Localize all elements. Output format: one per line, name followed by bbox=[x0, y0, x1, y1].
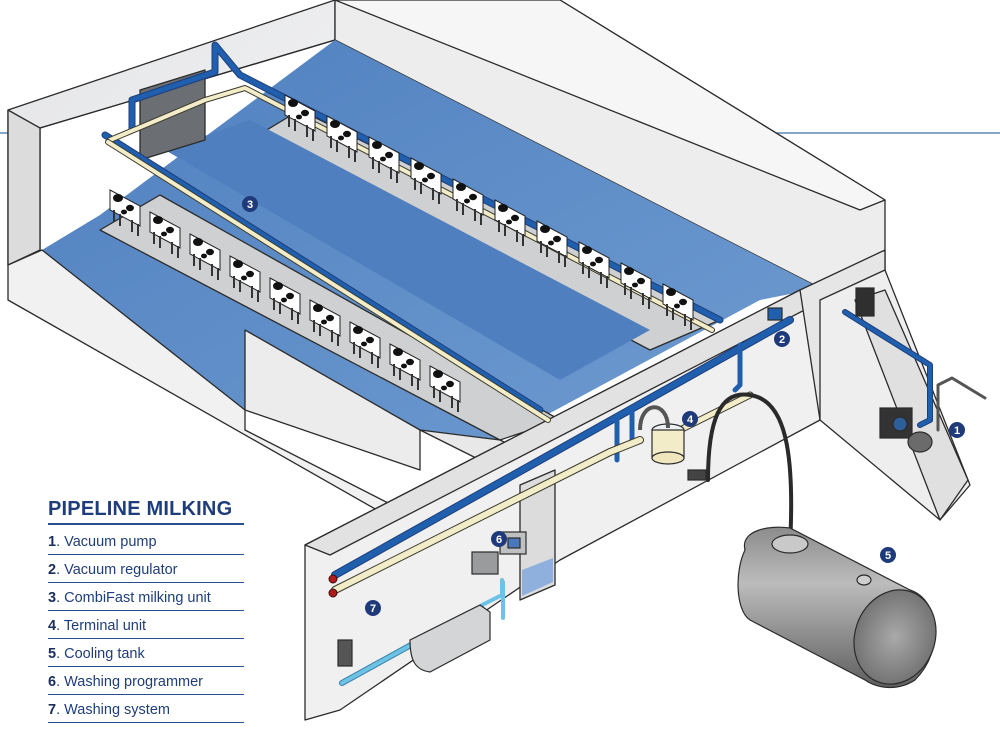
legend: PIPELINE MILKING 1. Vacuum pump 2. Vacuu… bbox=[48, 498, 244, 723]
vacuum-drop-1 bbox=[732, 342, 743, 393]
cow bbox=[662, 283, 694, 330]
left-wall-edge bbox=[7, 109, 41, 266]
markers: 1 2 3 4 5 6 7 bbox=[242, 196, 965, 616]
cow bbox=[284, 94, 316, 141]
marker-6: 6 bbox=[491, 531, 507, 547]
cooling-tank-port bbox=[856, 574, 872, 586]
cows bbox=[109, 94, 694, 412]
cow bbox=[620, 262, 652, 309]
cow bbox=[452, 178, 484, 225]
cow bbox=[368, 136, 400, 183]
cow bbox=[326, 115, 358, 162]
legend-item: 3. CombiFast milking unit bbox=[48, 583, 244, 611]
cow bbox=[229, 255, 261, 302]
legend-item: 2. Vacuum regulator bbox=[48, 555, 244, 583]
svg-text:4: 4 bbox=[687, 414, 694, 426]
svg-text:2: 2 bbox=[779, 334, 785, 346]
svg-text:1: 1 bbox=[954, 425, 960, 437]
cooling-tank-manhole bbox=[771, 534, 809, 554]
vacuum-pump-fan bbox=[892, 416, 908, 432]
svg-text:3: 3 bbox=[247, 199, 253, 211]
exhaust-pipe bbox=[936, 376, 987, 432]
milk-pump bbox=[687, 469, 707, 481]
cow bbox=[189, 233, 221, 280]
cow bbox=[536, 220, 568, 267]
marker-4: 4 bbox=[682, 411, 698, 427]
legend-item: 5. Cooling tank bbox=[48, 639, 244, 667]
marker-3: 3 bbox=[242, 196, 258, 212]
cow bbox=[494, 199, 526, 246]
legend-item: 7. Washing system bbox=[48, 695, 244, 723]
legend-item: 4. Terminal unit bbox=[48, 611, 244, 639]
wash-trough bbox=[409, 604, 491, 673]
front-door-floor bbox=[522, 558, 553, 596]
pump-controller bbox=[855, 287, 875, 317]
cow bbox=[349, 321, 381, 368]
legend-item: 6. Washing programmer bbox=[48, 667, 244, 695]
cooling-tank-end bbox=[853, 589, 937, 685]
marker-2: 2 bbox=[774, 331, 790, 347]
marker-1: 1 bbox=[949, 422, 965, 438]
washing-dispenser bbox=[471, 551, 499, 575]
legend-item: 1. Vacuum pump bbox=[48, 527, 244, 555]
cow bbox=[429, 365, 461, 412]
cow bbox=[410, 157, 442, 204]
cow bbox=[389, 343, 421, 390]
pit-divider bbox=[244, 329, 421, 471]
vacuum-pump-motor bbox=[907, 431, 933, 453]
milking-pit bbox=[165, 120, 650, 380]
tank-hose bbox=[706, 392, 794, 547]
pipelines bbox=[101, 41, 987, 686]
washing-system-unit bbox=[337, 639, 353, 667]
legend-title: PIPELINE MILKING bbox=[48, 498, 244, 525]
cow bbox=[109, 189, 141, 236]
marker-7: 7 bbox=[365, 600, 381, 616]
svg-text:5: 5 bbox=[885, 550, 891, 562]
svg-text:7: 7 bbox=[370, 603, 376, 615]
svg-text:6: 6 bbox=[496, 534, 502, 546]
cow bbox=[309, 299, 341, 346]
cow bbox=[149, 211, 181, 258]
vacuum-regulator bbox=[767, 307, 783, 321]
cow bbox=[578, 241, 610, 288]
cow bbox=[269, 277, 301, 324]
equipment bbox=[337, 287, 937, 689]
front-left-wall bbox=[7, 249, 501, 581]
marker-5: 5 bbox=[880, 547, 896, 563]
back-wall-top bbox=[334, 0, 886, 211]
